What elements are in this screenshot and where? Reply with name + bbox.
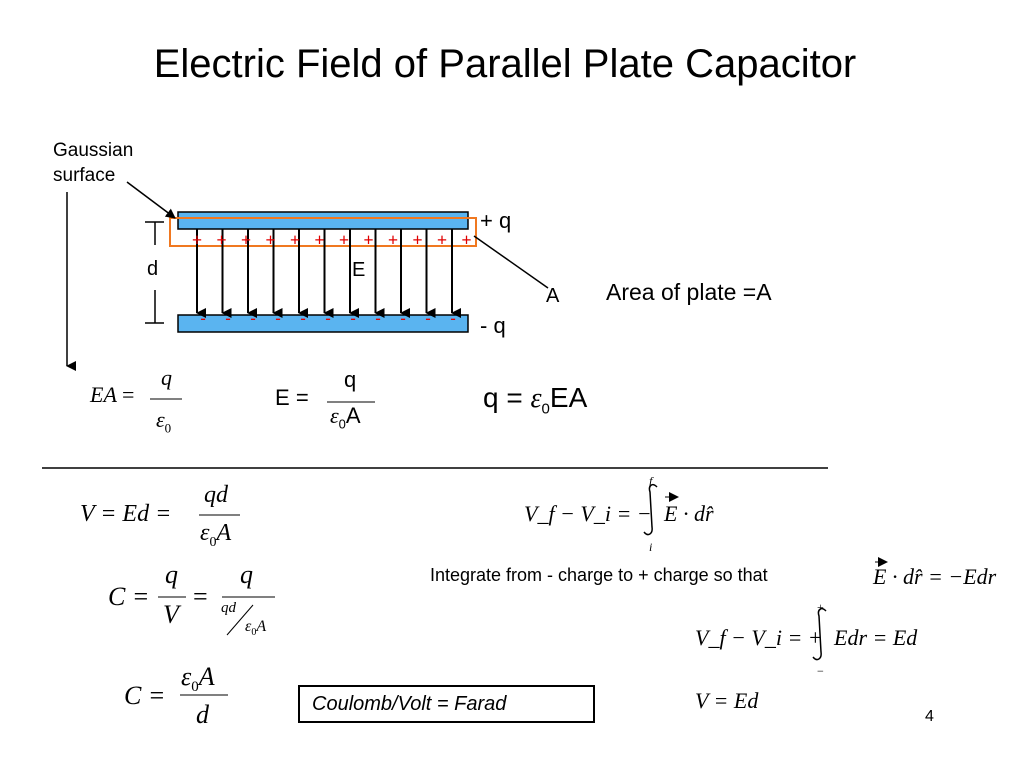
plus-charge: +: [388, 230, 398, 250]
eq-vfvi-2: V_f − V_i = +: [695, 625, 823, 650]
field-lines: [196, 229, 461, 318]
minus-charge: -: [275, 310, 280, 327]
plus-charge: +: [339, 230, 349, 250]
eq-integrand-1: E · dr̂: [664, 501, 714, 526]
integral-sign-1: [643, 484, 658, 536]
minus-charge: -: [450, 310, 455, 327]
field-label: E: [352, 259, 366, 282]
eq-c2-den: d: [196, 700, 209, 729]
eq-c1-epsA: ε0A: [245, 618, 267, 639]
plus-charge: +: [241, 230, 251, 250]
eq-vfvi-1: V_f − V_i = −: [524, 501, 652, 526]
minus-charge: -: [400, 310, 405, 327]
bottom-plate: [177, 314, 469, 333]
eq-q-eps-ea: q = ε0EA: [483, 382, 588, 418]
plus-q-label: + q: [480, 208, 512, 233]
minus-charge: -: [300, 310, 305, 327]
area-label: A: [546, 285, 560, 307]
int1-lower: i: [649, 540, 653, 554]
plus-charges: + + + + + + + + + + + +: [192, 230, 472, 250]
plus-charge: +: [192, 230, 202, 250]
eq-e-num: q: [344, 367, 357, 392]
plus-charge: +: [461, 230, 471, 250]
gaussian-label: Gaussian surface: [53, 138, 133, 188]
eq-ea-lhs: EA =: [90, 382, 135, 407]
int2-upper: +: [817, 600, 824, 614]
frac-slash: [226, 604, 254, 636]
integrate-text: Integrate from - charge to + charge so t…: [430, 565, 768, 585]
gaussian-surface-box: [169, 217, 477, 247]
eq-dot-rel: E · dr̂ = −Edr: [873, 564, 997, 589]
minus-charge: -: [225, 310, 230, 327]
area-text: Area of plate =A: [606, 279, 772, 305]
top-plate: [177, 211, 469, 230]
plus-charge: +: [290, 230, 300, 250]
eq-v-den: ε0A: [200, 520, 232, 550]
plus-charge: +: [314, 230, 324, 250]
gaussian-label-line1: Gaussian: [53, 140, 134, 161]
minus-charges: -----------: [200, 310, 455, 327]
eq-e-den: ε0A: [330, 403, 361, 432]
minus-charge: -: [425, 310, 430, 327]
plus-charge: +: [363, 230, 373, 250]
plus-charge: +: [437, 230, 447, 250]
int2-lower: −: [817, 664, 824, 678]
eq-c1-num2: q: [240, 560, 253, 589]
plus-charge: +: [265, 230, 275, 250]
eq-c1-eq: =: [193, 582, 208, 611]
eq-c2-num: ε0A: [181, 662, 215, 696]
eq-ea-den: ε0: [156, 407, 172, 436]
minus-charge: -: [350, 310, 355, 327]
int1-upper: f: [649, 474, 653, 488]
gaussian-pointer: [126, 181, 176, 219]
minus-charge: -: [375, 310, 380, 327]
minus-charge: -: [200, 310, 205, 327]
eq-c1-qd: qd: [221, 600, 236, 616]
eq-c1-den: V: [163, 600, 179, 629]
minus-charge: -: [250, 310, 255, 327]
page-title: Electric Field of Parallel Plate Capacit…: [153, 42, 857, 86]
eq-integrand-2: Edr = Ed: [834, 625, 918, 650]
d-label: d: [147, 258, 159, 280]
page-number: 4: [925, 708, 934, 725]
integral-sign-2: [812, 608, 827, 661]
eq-c1-num: q: [165, 560, 178, 589]
eq-c2-lhs: C =: [124, 681, 166, 710]
minus-charge: -: [325, 310, 330, 327]
eq-c1-lhs: C =: [108, 582, 150, 611]
gaussian-label-line2: surface: [53, 165, 116, 186]
eq-v-num: qd: [204, 482, 228, 508]
eq-e-lhs: E =: [275, 385, 309, 410]
plus-charge: +: [412, 230, 422, 250]
plus-charge: +: [216, 230, 226, 250]
minus-q-label: - q: [480, 313, 506, 338]
eq-v-lhs: V = Ed =: [80, 501, 172, 527]
area-pointer: [473, 235, 549, 289]
eq-v-ed: V = Ed: [695, 688, 759, 713]
eq-ea-num: q: [161, 365, 172, 390]
unit-box: Coulomb/Volt = Farad: [298, 685, 595, 723]
